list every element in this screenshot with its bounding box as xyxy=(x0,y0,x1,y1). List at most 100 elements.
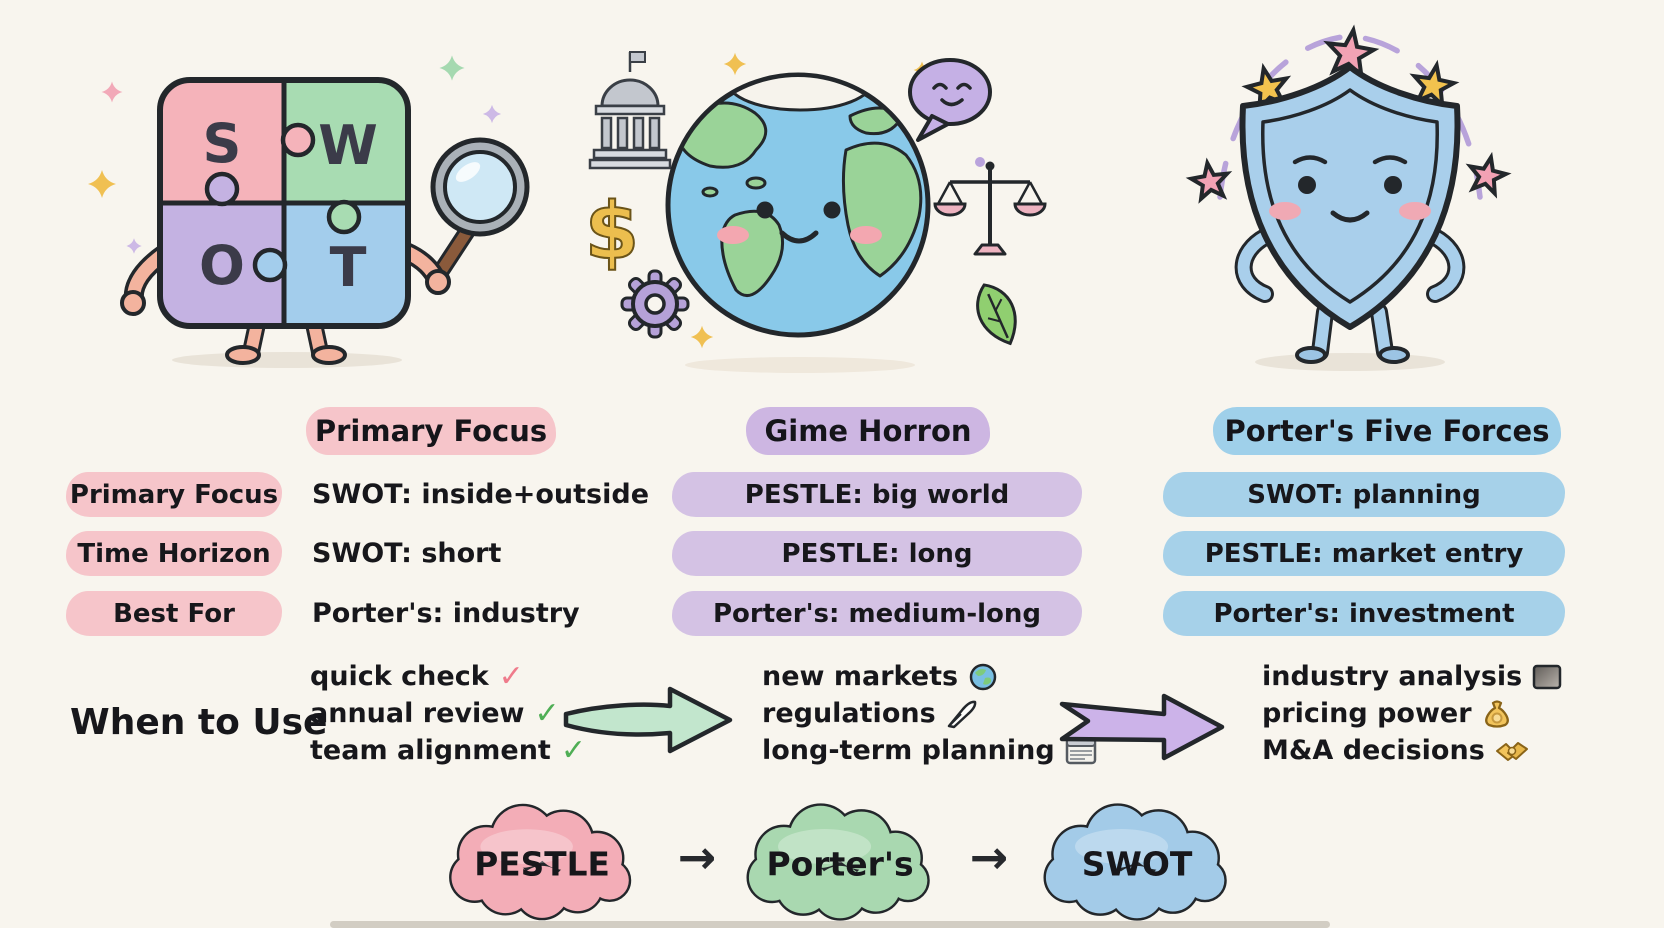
column-header-porters: Porter's Five Forces xyxy=(1213,407,1561,455)
magnifier-icon xyxy=(430,137,530,237)
column-header-pestle-label: Gime Horron xyxy=(764,414,972,448)
check-icon: ✓ xyxy=(560,732,586,768)
bottom-shadow xyxy=(330,921,1330,928)
sparkle-icon xyxy=(482,104,502,124)
flow-step-label: Porter's xyxy=(767,845,914,884)
row-label-text: Best For xyxy=(113,598,235,629)
row-label-best-for: Best For xyxy=(66,591,282,636)
list-item: regulations xyxy=(762,695,1097,732)
cell-swot-primary-focus: SWOT: inside+outside xyxy=(312,479,650,510)
cell-porters-primary-focus: SWOT: planning xyxy=(1163,472,1565,517)
gray-square-icon xyxy=(1532,664,1562,690)
list-item: annual review ✓ xyxy=(310,695,586,732)
list-item: new markets xyxy=(762,658,1097,695)
cell-text: Porter's: investment xyxy=(1213,598,1515,629)
list-item: pricing power xyxy=(1262,695,1562,732)
sparkle-icon xyxy=(723,52,747,76)
cell-text: PESTLE: market entry xyxy=(1204,538,1524,569)
puzzle-knob xyxy=(204,171,240,207)
speech-bubble-icon xyxy=(908,58,992,142)
puzzle-knob xyxy=(252,247,288,283)
cell-text: PESTLE: big world xyxy=(744,479,1010,510)
row-label-primary-focus: Primary Focus xyxy=(66,472,282,517)
list-item-text: industry analysis xyxy=(1262,661,1523,692)
cell-text: SWOT: planning xyxy=(1247,479,1481,510)
globe-shadow xyxy=(685,357,915,373)
star-icon xyxy=(1464,151,1511,197)
shield-arms xyxy=(1234,228,1466,303)
column-header-swot: Primary Focus xyxy=(306,407,556,455)
money-bag-icon xyxy=(1482,699,1512,729)
bank-icon xyxy=(588,51,672,170)
swot-puzzle-illustration: S W O T xyxy=(88,55,530,368)
row-label-time-horizon: Time Horizon xyxy=(66,531,282,576)
cell-text: PESTLE: long xyxy=(781,538,973,569)
sparkle-icon xyxy=(126,238,142,254)
green-arrow-icon xyxy=(563,686,733,754)
puzzle-knob xyxy=(326,199,362,235)
sparkle-icon xyxy=(88,170,116,198)
handshake-icon xyxy=(1495,738,1529,764)
puzzle-body: S W O T xyxy=(157,77,411,329)
flow-step-label: PESTLE xyxy=(474,845,610,883)
flow-arrow-icon: → xyxy=(969,830,1009,884)
list-item-text: quick check xyxy=(310,661,489,692)
when-to-use-pestle-list: new markets regulations long-term planni… xyxy=(762,658,1097,769)
list-item: team alignment ✓ xyxy=(310,732,586,769)
puzzle-letter-s: S xyxy=(203,112,242,175)
purple-arrow-icon xyxy=(1059,693,1225,761)
row-label-text: Time Horizon xyxy=(77,538,271,569)
cell-pestle-primary-focus: PESTLE: big world xyxy=(672,472,1082,517)
list-item-text: team alignment xyxy=(310,735,551,766)
flow-cloud-pestle: PESTLE xyxy=(438,798,650,926)
puzzle-shadow xyxy=(172,352,402,368)
leaf-icon xyxy=(976,283,1017,346)
list-item-text: pricing power xyxy=(1262,698,1472,729)
check-icon: ✓ xyxy=(498,658,524,694)
puzzle-letter-o: O xyxy=(199,234,245,297)
column-header-pestle: Gime Horron xyxy=(746,407,990,455)
list-item: M&A decisions xyxy=(1262,732,1562,769)
row-label-text: Primary Focus xyxy=(69,479,279,510)
shield-legs xyxy=(1295,303,1410,364)
check-icon: ✓ xyxy=(534,695,560,731)
flow-cloud-porters: Porter's xyxy=(733,798,951,926)
list-item-text: M&A decisions xyxy=(1262,735,1485,766)
dollar-icon: $ xyxy=(585,187,639,277)
sparkle-icon xyxy=(439,55,465,81)
shield-shadow xyxy=(1255,353,1445,371)
cell-swot-best-for: Porter's: industry xyxy=(312,598,580,629)
sparkle-icon xyxy=(101,81,123,103)
quill-icon xyxy=(946,699,980,729)
globe-body xyxy=(665,72,931,338)
cell-pestle-time-horizon: PESTLE: long xyxy=(672,531,1082,576)
flow-step-label: SWOT xyxy=(1082,845,1193,884)
column-header-porters-label: Porter's Five Forces xyxy=(1224,414,1550,448)
list-item-text: regulations xyxy=(762,698,936,729)
pestle-globe-illustration: $ xyxy=(584,51,1047,373)
cell-porters-time-horizon: PESTLE: market entry xyxy=(1163,531,1565,576)
puzzle-letter-w: W xyxy=(318,114,378,177)
globe-icon xyxy=(968,662,998,692)
list-item: long-term planning xyxy=(762,732,1097,769)
list-item: industry analysis xyxy=(1262,658,1562,695)
when-to-use-porters-list: industry analysis pricing power M&A deci… xyxy=(1262,658,1562,769)
cell-pestle-best-for: Porter's: medium-long xyxy=(672,591,1082,636)
list-item-text: new markets xyxy=(762,661,959,692)
puzzle-letter-t: T xyxy=(330,236,367,299)
cell-text: Porter's: medium-long xyxy=(712,598,1042,629)
sparkle-icon xyxy=(690,325,714,349)
sparkle-icon xyxy=(975,157,985,167)
puzzle-knob xyxy=(280,122,316,158)
list-item-text: annual review xyxy=(310,698,525,729)
gear-icon xyxy=(620,269,690,339)
when-to-use-label: When to Use xyxy=(70,702,328,743)
porters-shield-illustration xyxy=(1187,12,1511,371)
cell-swot-time-horizon: SWOT: short xyxy=(312,538,502,569)
flow-cloud-swot: SWOT xyxy=(1030,798,1248,926)
flow-arrow-icon: → xyxy=(677,830,717,884)
shield-body xyxy=(1239,64,1461,330)
list-item-text: long-term planning xyxy=(762,735,1055,766)
cell-porters-best-for: Porter's: investment xyxy=(1163,591,1565,636)
list-item: quick check ✓ xyxy=(310,658,586,695)
